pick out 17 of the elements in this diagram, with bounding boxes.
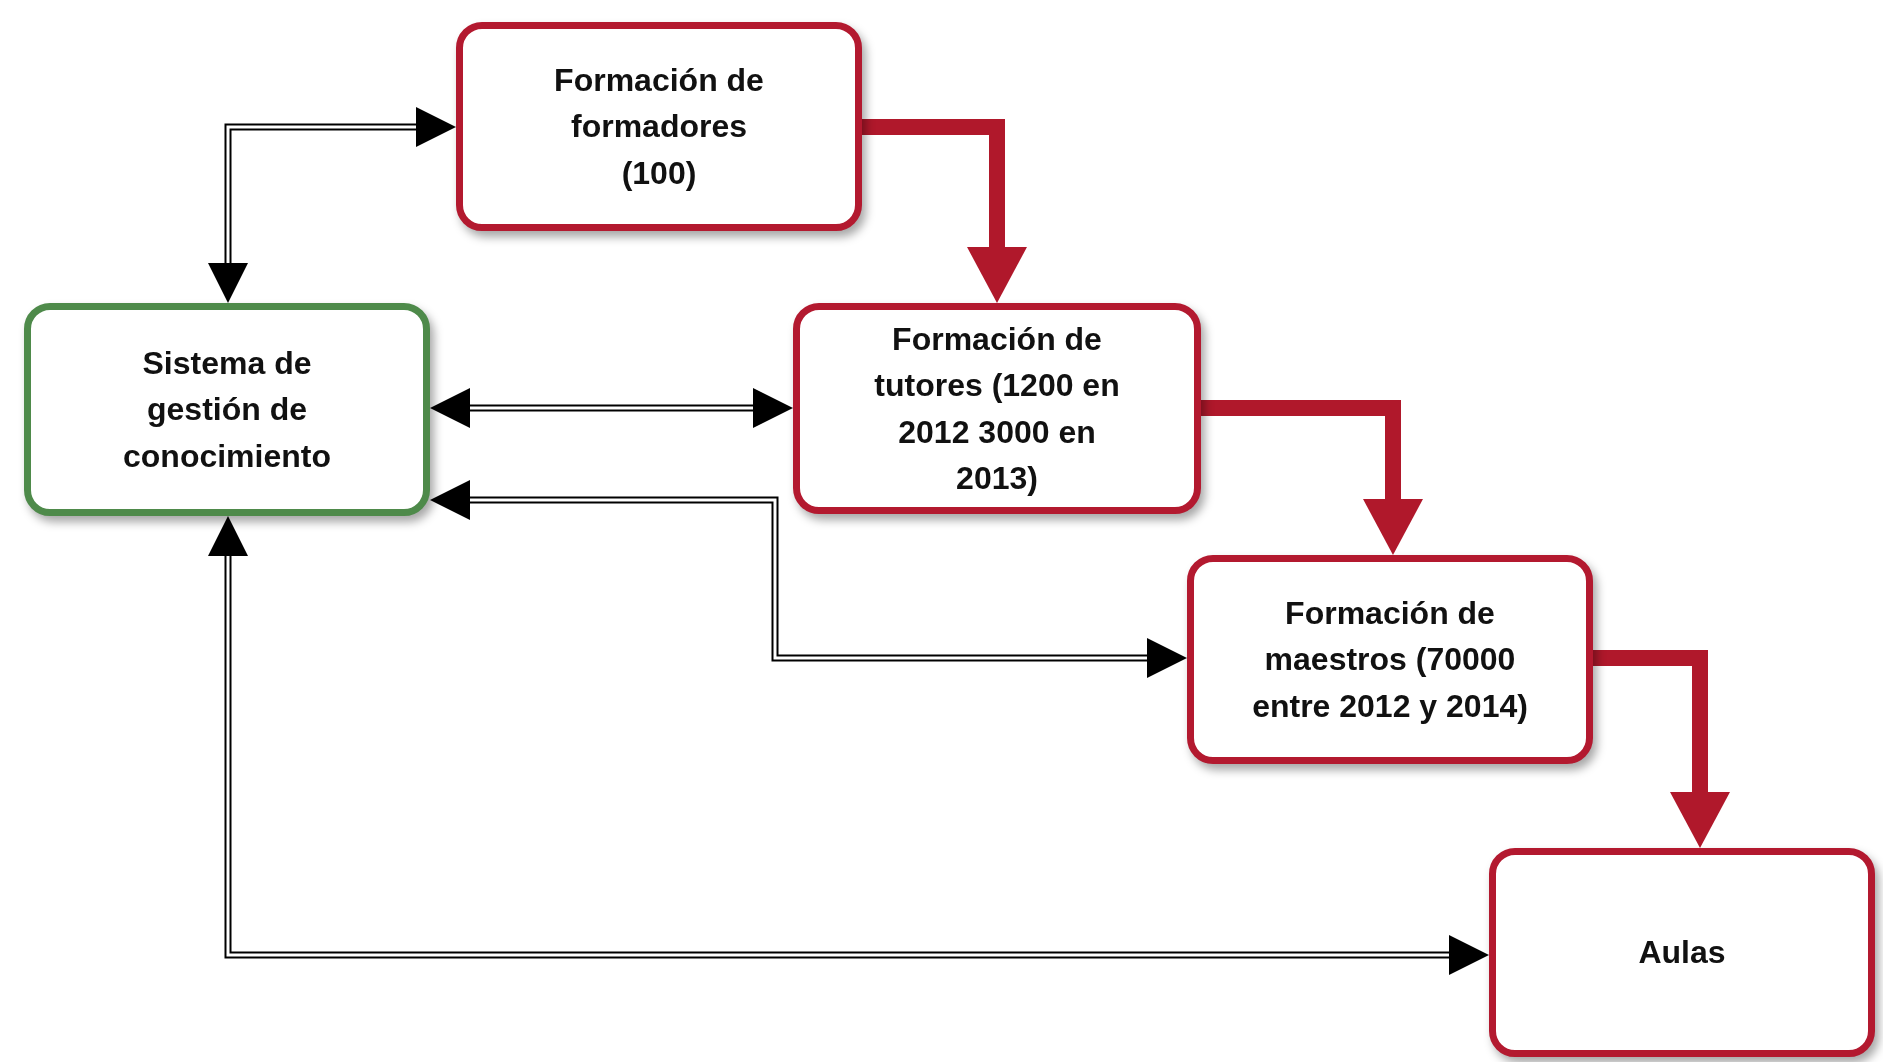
box-label: Formación de tutores (1200 en 2012 3000 en 2013): [873, 319, 1121, 498]
thick-arrow: [862, 119, 1027, 303]
process-box: [793, 303, 1201, 514]
thick-arrow: [1593, 650, 1730, 848]
double-line-arrow: [208, 107, 456, 303]
process-box: [24, 303, 430, 516]
double-line-arrow: [430, 480, 1187, 678]
process-box: [1187, 555, 1593, 764]
double-line-arrow: [430, 388, 793, 428]
box-label: Sistema de gestión de conocimiento: [122, 343, 332, 476]
double-line-arrow: [208, 516, 1489, 975]
process-box: [456, 22, 862, 231]
process-box: [1489, 848, 1875, 1057]
box-label: Aulas: [1638, 933, 1726, 973]
box-label: Formación de maestros (70000 entre 2012 y 2014): [1251, 593, 1529, 726]
thick-arrow: [1201, 400, 1423, 555]
box-label: Formación de formadores (100): [553, 60, 765, 193]
